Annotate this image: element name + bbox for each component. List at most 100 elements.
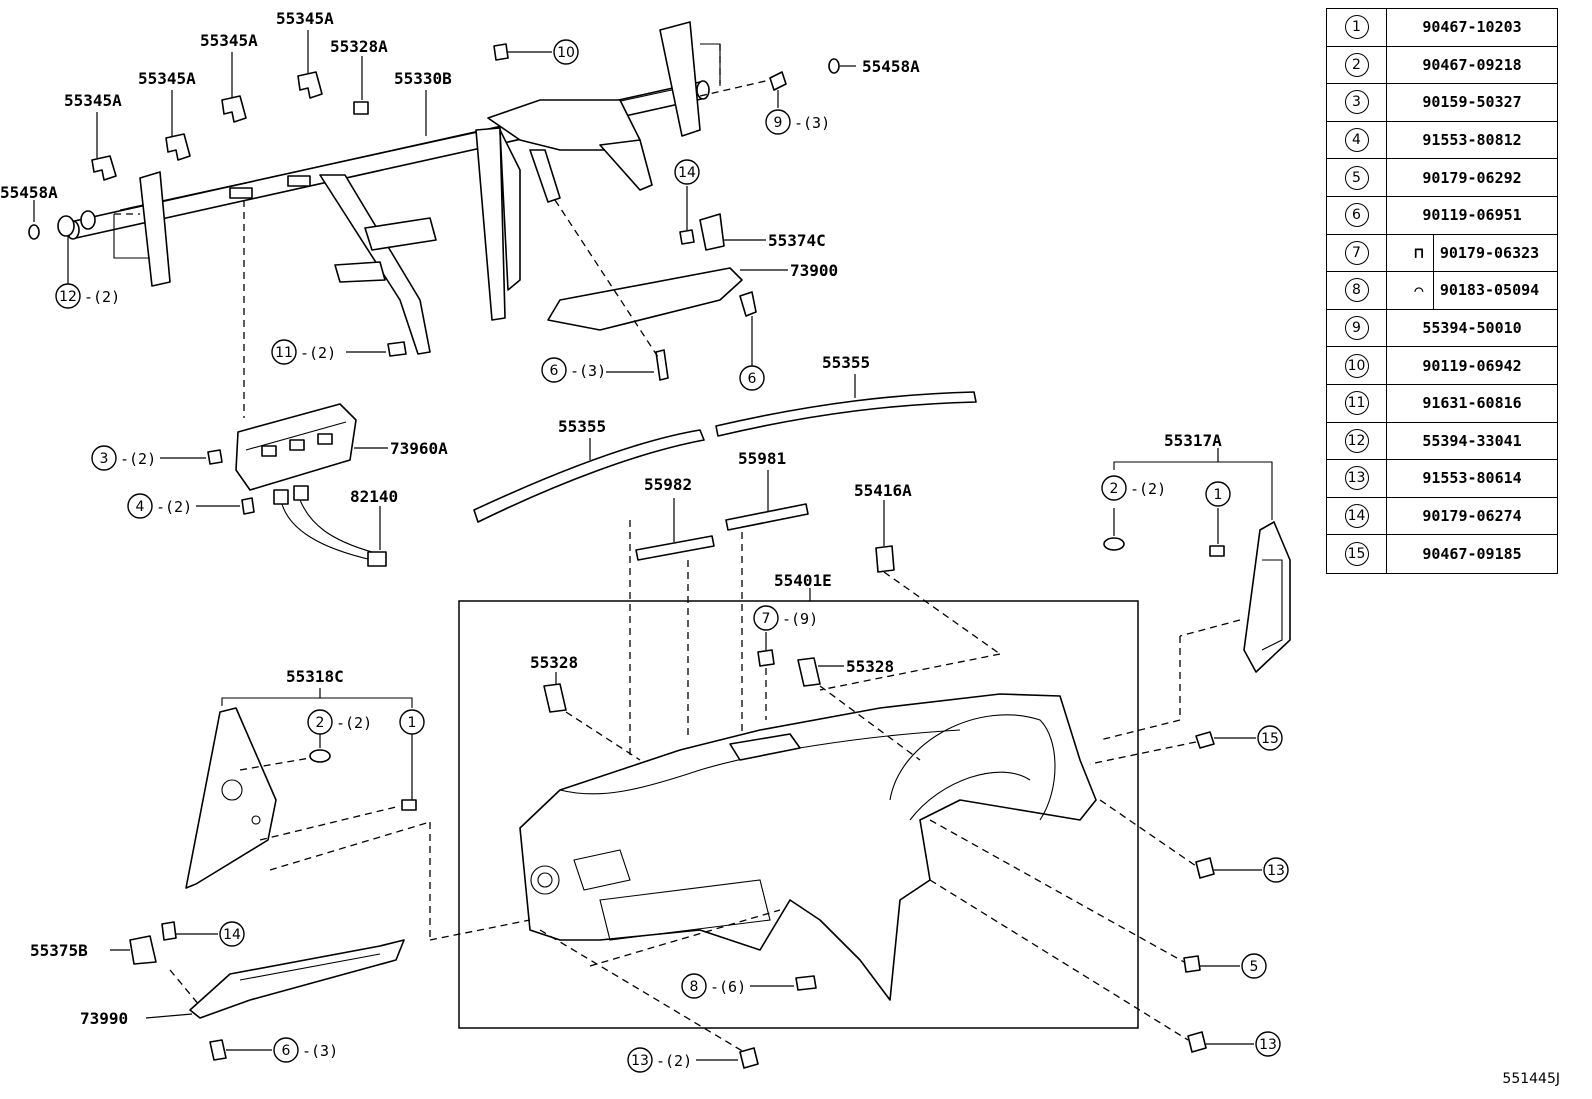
clip-55345a-group [91,71,369,181]
legend-index: 4 [1327,121,1387,159]
legend-index: 2 [1327,46,1387,84]
legend-index-number: 7 [1344,240,1369,265]
svg-text:7: 7 [762,611,771,627]
clip-55328-left[interactable] [543,683,567,713]
callout-6-right: 6 [739,365,765,391]
label-82140: 82140 [350,487,398,506]
svg-text:6: 6 [550,363,559,379]
bracket-73900[interactable] [547,267,743,331]
instrument-panel-55401e[interactable] [519,693,1097,1001]
glove-box-73990[interactable] [189,939,405,1019]
legend-part-number: 90119-06951 [1422,206,1522,225]
svg-text:1: 1 [1214,487,1223,503]
legend-index: 9 [1327,309,1387,347]
reinforcement-bar-55330b[interactable] [66,21,721,355]
bracket-55375b[interactable] [129,935,157,965]
label-73990: 73990 [80,1009,128,1028]
svg-text:-(3): -(3) [302,1042,338,1060]
legend-part-number: 90467-10203 [1422,18,1522,37]
callout-9: 9-(3) [765,109,830,135]
legend-part-number: 91553-80812 [1422,131,1522,150]
legend-row: 15 90467-09185 [1327,535,1557,573]
svg-text:14: 14 [223,927,241,943]
svg-text:12: 12 [59,289,77,305]
svg-text:4: 4 [136,499,145,515]
svg-text:13: 13 [631,1053,649,1069]
callout-15: 15 [1257,725,1283,751]
cap-55458a-right [828,58,840,74]
callout-1-right: 1 [1205,481,1231,507]
label-55317a: 55317A [1164,431,1222,450]
label-55355-upper: 55355 [822,353,870,372]
legend-part-number: 91553-80614 [1422,469,1522,488]
svg-text:-(2): -(2) [156,498,192,516]
svg-text:-(9): -(9) [782,610,818,628]
bracket-55374c[interactable] [699,213,725,251]
svg-text:-(2): -(2) [656,1052,692,1070]
side-panel-55318c[interactable] [185,707,277,889]
callout-13-b: 13 [1255,1031,1281,1057]
legend-index-number: 2 [1344,52,1369,77]
legend-index: 6 [1327,196,1387,234]
legend-index: 15 [1327,535,1387,573]
svg-text:15: 15 [1261,731,1279,747]
legend-index-number: 3 [1344,90,1369,115]
clip-55416a[interactable] [875,545,895,573]
legend-index-number: 9 [1344,316,1369,341]
callout-14-bot: 14 [219,921,245,947]
legend-index-number: 10 [1344,353,1369,378]
svg-text:9: 9 [774,115,783,131]
legend-index: 7 [1327,234,1387,272]
legend-index: 11 [1327,384,1387,422]
svg-text:5: 5 [1250,959,1259,975]
clip-icon: ⊓ [1405,234,1434,272]
legend-index-number: 4 [1344,128,1369,153]
legend-row: 8⌒90183-05094 [1327,271,1557,310]
callout-6-mid: 6 -(3) [541,357,606,383]
frame-55401e [458,600,1139,1029]
callout-13-bot: 13 -(2) [627,1047,692,1073]
legend-index: 14 [1327,497,1387,535]
legend-index-number: 11 [1344,391,1369,416]
svg-text:-(2): -(2) [1130,480,1166,498]
svg-text:14: 14 [678,165,696,181]
legend-index-number: 6 [1344,203,1369,228]
wire-harness-82140[interactable] [273,485,387,567]
legend-part-number: 90179-06274 [1422,507,1522,526]
svg-text:-(3): -(3) [570,362,606,380]
side-panel-55317a[interactable] [1243,521,1291,673]
label-73900: 73900 [790,261,838,280]
label-55375b: 55375B [30,941,88,960]
callout-14-top: 14 [674,159,700,185]
callout-4: 4 -(2) [127,493,192,519]
label-55345a-4: 55345A [276,9,334,28]
legend-part-number: 90467-09185 [1422,545,1522,564]
clip-55328-right[interactable] [797,657,821,687]
legend-part-number: 90119-06942 [1422,356,1522,375]
strip-55355[interactable] [473,391,977,523]
callout-6-bot: 6 -(3) [273,1037,338,1063]
legend-index-number: 1 [1344,15,1369,40]
legend-index: 8 [1327,272,1387,309]
legend-index: 5 [1327,159,1387,196]
callout-8: 8-(6) [681,973,746,999]
panel-55981[interactable] [725,503,809,531]
legend-part-number: 55394-33041 [1422,431,1522,450]
nut-9 [769,71,787,91]
callout-12: 12-(2) [55,283,120,309]
label-55458a-right: 55458A [862,57,920,76]
legend-row: 14 90179-06274 [1327,497,1557,536]
panel-55982[interactable] [635,535,715,561]
callout-5: 5 [1241,953,1267,979]
airbag-73960a[interactable] [235,403,357,491]
label-55318c: 55318C [286,667,344,686]
legend-index-number: 8 [1344,278,1369,303]
svg-text:6: 6 [282,1043,291,1059]
svg-text:6: 6 [748,371,757,387]
svg-text:3: 3 [100,451,109,467]
legend-index: 3 [1327,84,1387,121]
